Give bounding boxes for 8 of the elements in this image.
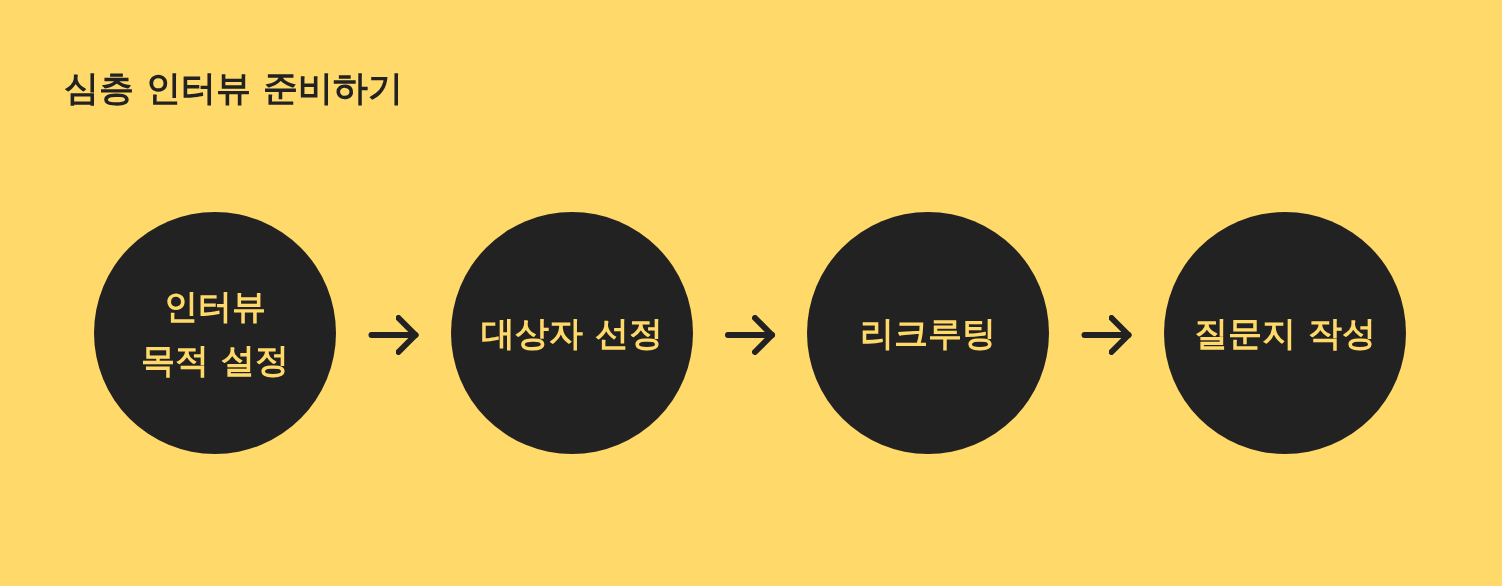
step-label: 리크루팅 xyxy=(860,312,996,355)
arrow xyxy=(368,315,419,355)
title: 심층 인터뷰 준비하기 xyxy=(64,67,404,110)
arrow xyxy=(725,315,775,355)
step-label: 인터뷰 목적 설정 xyxy=(140,285,290,382)
step-label: 대상자 선정 xyxy=(481,312,663,355)
arrow xyxy=(1081,315,1132,355)
step-label: 질문지 작성 xyxy=(1194,312,1376,355)
